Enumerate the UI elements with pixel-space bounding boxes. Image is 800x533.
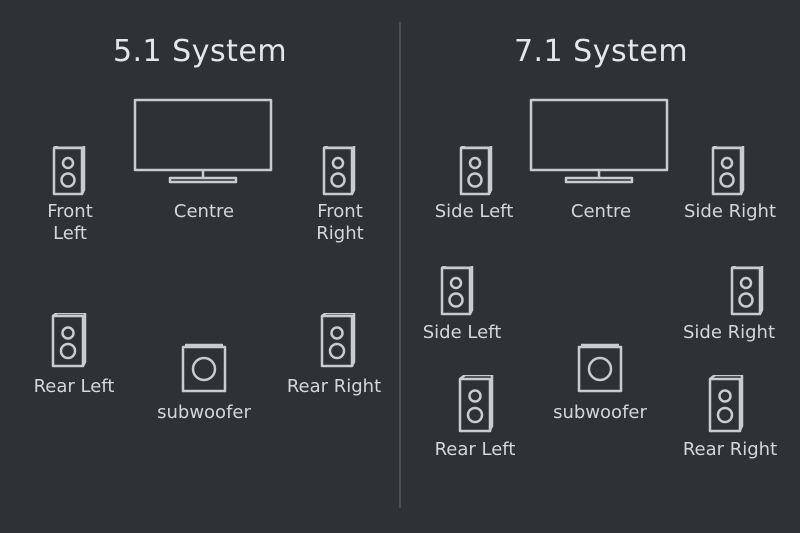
speaker-icon [458,375,494,433]
label-centre: Centre [173,201,235,222]
title-7-1-system: 7.1 System [513,34,689,69]
speaker-icon [711,146,745,196]
speaker-icon [459,146,493,196]
label-centre: Centre [570,201,632,222]
title-5-1-system: 5.1 System [112,34,288,69]
panel-divider [399,22,401,508]
label-subwoofer: subwoofer [553,402,647,423]
label-side-left-top: Side Left [434,201,514,222]
panel-5-1-system: 5.1 System Centre Front Left Front Right [33,34,382,423]
label-front-right: Front Right [316,201,364,244]
subwoofer-icon [181,343,227,393]
panel-7-1-system: 7.1 System Centre Side Left Side Right [401,0,800,533]
label-rear-left: Rear Left [33,376,115,397]
speaker-icon [730,266,764,316]
label-rear-right: Rear Right [286,376,382,397]
label-side-right: Side Right [682,322,776,343]
label-subwoofer: subwoofer [157,402,251,423]
speaker-icon [320,313,356,368]
label-side-right-top: Side Right [683,201,777,222]
tv-icon [529,98,669,184]
subwoofer-icon [577,343,623,393]
label-rear-right: Rear Right [682,439,778,460]
tv-icon [133,98,273,184]
speaker-icon [440,266,474,316]
speaker-icon [51,313,87,368]
speaker-icon [52,146,86,196]
label-front-left: Front Left [47,201,93,244]
label-rear-left: Rear Left [434,439,516,460]
label-side-left: Side Left [422,322,502,343]
speaker-icon [322,146,356,196]
speaker-icon [708,375,744,433]
